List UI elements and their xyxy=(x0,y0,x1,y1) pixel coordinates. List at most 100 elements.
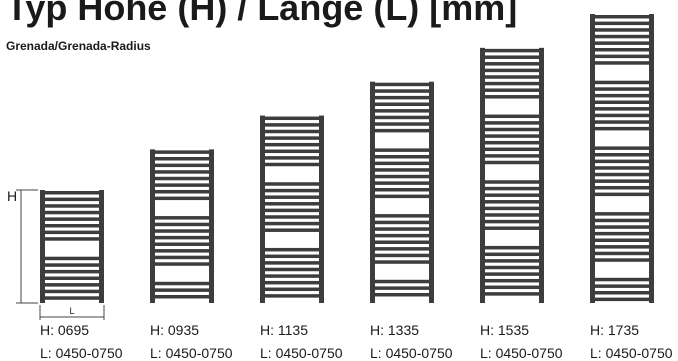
right-rail xyxy=(99,190,104,303)
radiator-5-height-caption: H: 1535 xyxy=(480,322,530,338)
crossbar xyxy=(485,259,539,263)
radiator-1-height-caption: H: 0695 xyxy=(40,322,90,338)
crossbar xyxy=(595,21,649,26)
right-rail xyxy=(649,14,654,303)
crossbar xyxy=(485,206,539,211)
radiator-6-height-caption: H: 1735 xyxy=(590,322,640,338)
page-title: Typ Höhe (H) / Länge (L) [mm] xyxy=(6,0,518,28)
crossbar xyxy=(595,238,649,242)
product-subtitle: Grenada/Grenada-Radius xyxy=(6,39,151,53)
radiator-4 xyxy=(370,81,434,303)
crossbar xyxy=(155,262,209,266)
crossbar xyxy=(595,126,649,131)
crossbar xyxy=(265,261,319,265)
crossbar xyxy=(265,228,319,232)
radiator-3-height-caption: H: 1135 xyxy=(260,322,308,338)
crossbar xyxy=(155,163,209,168)
crossbar xyxy=(45,217,99,221)
crossbar xyxy=(265,136,319,140)
crossbar xyxy=(155,183,209,187)
crossbar xyxy=(375,253,429,258)
crossbar xyxy=(375,115,429,120)
crossbar xyxy=(155,249,209,253)
crossbar xyxy=(595,179,649,183)
crossbar xyxy=(595,34,649,39)
crossbar xyxy=(485,160,539,165)
left-rail xyxy=(260,115,265,304)
crossbar xyxy=(595,192,649,197)
radiator-5 xyxy=(480,47,544,303)
crossbar xyxy=(265,221,319,226)
crossbar xyxy=(595,113,649,118)
crossbar xyxy=(595,245,649,249)
crossbar xyxy=(155,150,209,154)
crossbar xyxy=(375,279,429,284)
radiator-2-height-caption: H: 0935 xyxy=(150,322,200,338)
crossbar xyxy=(485,114,539,119)
crossbar xyxy=(595,231,649,236)
crossbar xyxy=(155,255,209,260)
crossbar xyxy=(375,154,429,159)
crossbar xyxy=(375,194,429,199)
crossbar xyxy=(595,146,649,150)
left-rail xyxy=(480,47,485,303)
crossbar xyxy=(375,174,429,179)
crossbar xyxy=(485,272,539,276)
crossbar xyxy=(265,123,319,127)
crossbar xyxy=(595,93,649,98)
crossbar xyxy=(375,122,429,126)
crossbar xyxy=(485,134,539,138)
crossbar xyxy=(375,161,429,166)
crossbar xyxy=(375,168,429,172)
crossbar xyxy=(595,218,649,223)
crossbar xyxy=(265,156,319,160)
crossbar xyxy=(375,247,429,251)
radiator-3 xyxy=(260,115,324,304)
crossbar xyxy=(595,277,649,282)
crossbar xyxy=(45,230,99,235)
crossbar xyxy=(485,186,539,191)
crossbar xyxy=(155,288,209,292)
crossbar xyxy=(485,193,539,197)
crossbar xyxy=(375,214,429,218)
crossbar xyxy=(45,263,99,267)
radiator-2 xyxy=(150,149,214,303)
crossbar xyxy=(45,269,99,274)
crossbar xyxy=(155,176,209,181)
crossbar xyxy=(485,265,539,270)
crossbar xyxy=(45,237,99,241)
crossbar xyxy=(595,153,649,157)
crossbar xyxy=(265,247,319,252)
crossbar xyxy=(45,289,99,294)
crossbar xyxy=(595,258,649,262)
crossbar xyxy=(265,182,319,186)
crossbar xyxy=(265,162,319,167)
crossbar xyxy=(45,224,99,228)
crossbar xyxy=(155,222,209,227)
crossbar xyxy=(485,213,539,217)
crossbar xyxy=(595,225,649,229)
crossbar xyxy=(595,120,649,124)
crossbar xyxy=(155,235,209,240)
crossbar xyxy=(155,294,209,299)
left-rail xyxy=(40,190,45,303)
crossbar xyxy=(155,196,209,201)
crossbar xyxy=(265,188,319,193)
crossbar xyxy=(595,212,649,216)
crossbar xyxy=(595,100,649,104)
crossbar xyxy=(265,294,319,298)
crossbar xyxy=(375,240,429,244)
crossbar xyxy=(485,154,539,158)
length-dimension-label: L xyxy=(69,306,74,316)
crossbar xyxy=(485,292,539,296)
crossbar xyxy=(45,197,99,202)
crossbar xyxy=(375,260,429,264)
crossbar xyxy=(595,159,649,164)
crossbar xyxy=(595,284,649,288)
crossbar xyxy=(265,195,319,199)
crossbar xyxy=(375,109,429,113)
crossbar xyxy=(155,229,209,233)
crossbar xyxy=(595,186,649,190)
crossbar xyxy=(595,80,649,85)
crossbar xyxy=(265,287,319,292)
